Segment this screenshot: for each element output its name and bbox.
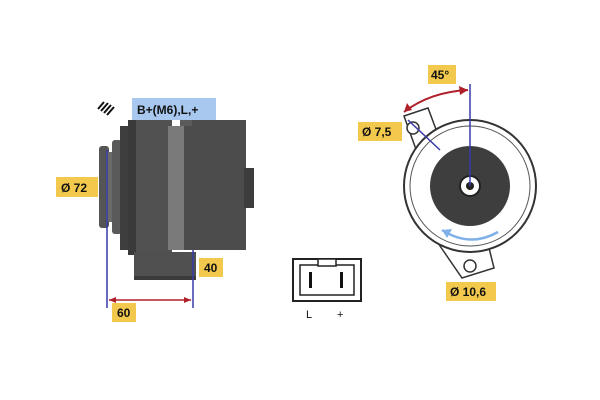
- ground-hatch-icon: [97, 101, 115, 116]
- depth-label: 40: [204, 261, 218, 275]
- lower-hole-label: Ø 10,6: [450, 285, 486, 299]
- lower-hole-dimension: Ø 10,6: [446, 282, 496, 301]
- pulley-diameter-label: Ø 72: [61, 181, 87, 195]
- angle-arc: [403, 89, 469, 113]
- pulley-diameter-bg: [56, 177, 98, 197]
- length-bg: [112, 303, 136, 322]
- pin-plus: [340, 272, 343, 288]
- pulley-inner: [112, 140, 122, 234]
- terminal-label-text: B+(M6),L,+: [137, 103, 198, 117]
- length-dimension: 60: [109, 250, 194, 322]
- front-housing: [130, 120, 172, 255]
- angle-dimension: 45°: [403, 65, 471, 186]
- rear-cap: [244, 168, 254, 208]
- plug-connector-icon: L +: [292, 258, 362, 321]
- lower-hole-bg: [446, 282, 496, 301]
- connector-l-label: L: [306, 309, 312, 321]
- rear-housing: [184, 120, 246, 250]
- terminal-bolt: [180, 116, 192, 126]
- upper-hole-bg: [358, 122, 402, 141]
- angle-bg: [428, 65, 456, 84]
- depth-bg: [199, 258, 223, 277]
- angle-line: [407, 119, 441, 151]
- angle-label: 45°: [431, 68, 449, 82]
- lower-mount-hole: [463, 259, 477, 273]
- mounting-foot: [134, 252, 196, 280]
- connector-plus-label: +: [337, 309, 343, 321]
- pulley-groove: [106, 152, 114, 222]
- upper-hole-dimension: Ø 7,5: [358, 122, 402, 141]
- pulley-diameter-dimension: Ø 72: [56, 150, 108, 308]
- terminal-label: B+(M6),L,+: [132, 98, 216, 120]
- upper-hole-label: Ø 7,5: [362, 125, 392, 139]
- upper-mount-hole: [406, 121, 420, 135]
- terminal-label-bg: [132, 98, 216, 120]
- length-label: 60: [117, 306, 131, 320]
- stator-band: [168, 126, 186, 250]
- depth-dimension: 40: [199, 258, 223, 277]
- alternator-side-view: [99, 116, 254, 280]
- pin-l: [309, 272, 312, 288]
